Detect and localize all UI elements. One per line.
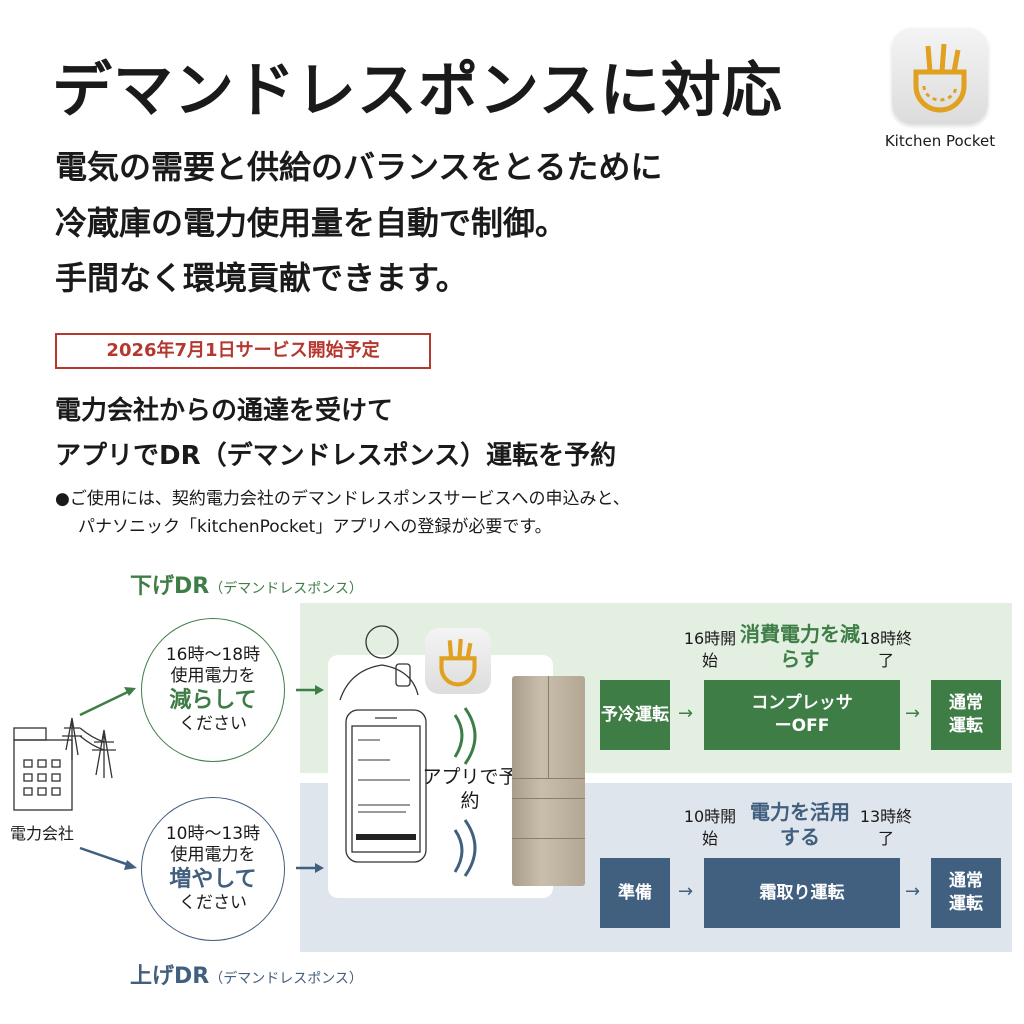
arrow-right-icon: → [905,881,921,902]
request-text: 使用電力を [170,845,256,865]
section-heading: 電力会社からの通達を受けて [55,396,394,426]
down-dr-start: 16時開始 [683,629,737,670]
down-dr-step: 通常運転 [931,680,1001,750]
up-dr-step: 準備 [600,858,670,928]
up-dr-step: 霜取り運転 [704,858,900,928]
up-dr-label: 上げDR（デマンドレスポンス） [130,964,363,989]
request-time: 16時〜18時 [165,645,261,665]
arrow-right-icon: → [678,703,694,724]
power-company-icon [13,685,324,873]
up-dr-start: 10時開始 [683,807,737,848]
down-dr-end: 18時終了 [859,629,913,670]
app-reserve-label: アプリで予約 [422,766,518,812]
down-dr-step: 予冷運転 [600,680,670,750]
kitchen-pocket-app-icon [892,28,988,124]
power-company-label: 電力会社 [10,824,75,843]
down-dr-headline: 消費電力を減らす [740,622,860,671]
down-dr-label: 下げDR（デマンドレスポンス） [130,574,363,599]
page-title: デマンドレスポンスに対応 [52,56,783,126]
up-dr-step: 通常運転 [931,858,1001,928]
smartphone-user-illustration [339,625,477,877]
note-line: パナソニック「kitchenPocket」アプリへの登録が必要です。 [78,517,552,537]
app-name: Kitchen Pocket [884,132,996,150]
request-text: ください [179,714,247,734]
request-action: 減らして [169,688,257,713]
request-text: 使用電力を [170,666,256,686]
arrow-right-icon: → [905,703,921,724]
request-time: 10時〜13時 [165,824,261,844]
section-heading: アプリでDR（デマンドレスポンス）運転を予約 [55,441,617,471]
up-dr-headline: 電力を活用する [750,800,850,849]
up-dr-end: 13時終了 [859,807,913,848]
down-dr-step: コンプレッサーOFF [704,680,900,750]
note-line: ●ご使用には、契約電力会社のデマンドレスポンスサービスへの申込みと、 [55,489,630,509]
subtitle-line: 冷蔵庫の電力使用量を自動で制御。 [55,204,568,242]
request-action: 増やして [169,867,257,892]
request-text: ください [179,893,247,913]
refrigerator-image [512,676,585,886]
subtitle-line: 手間なく環境貢献できます。 [55,259,468,297]
up-dr-request-bubble: 10時〜13時 使用電力を 増やして ください [141,797,285,941]
subtitle-line: 電気の需要と供給のバランスをとるために [55,148,663,186]
kitchen-pocket-app-icon-small [425,628,491,694]
arrow-right-icon: → [678,881,694,902]
down-dr-request-bubble: 16時〜18時 使用電力を 減らして ください [141,618,285,762]
service-start-badge: 2026年7月1日サービス開始予定 [55,333,431,369]
